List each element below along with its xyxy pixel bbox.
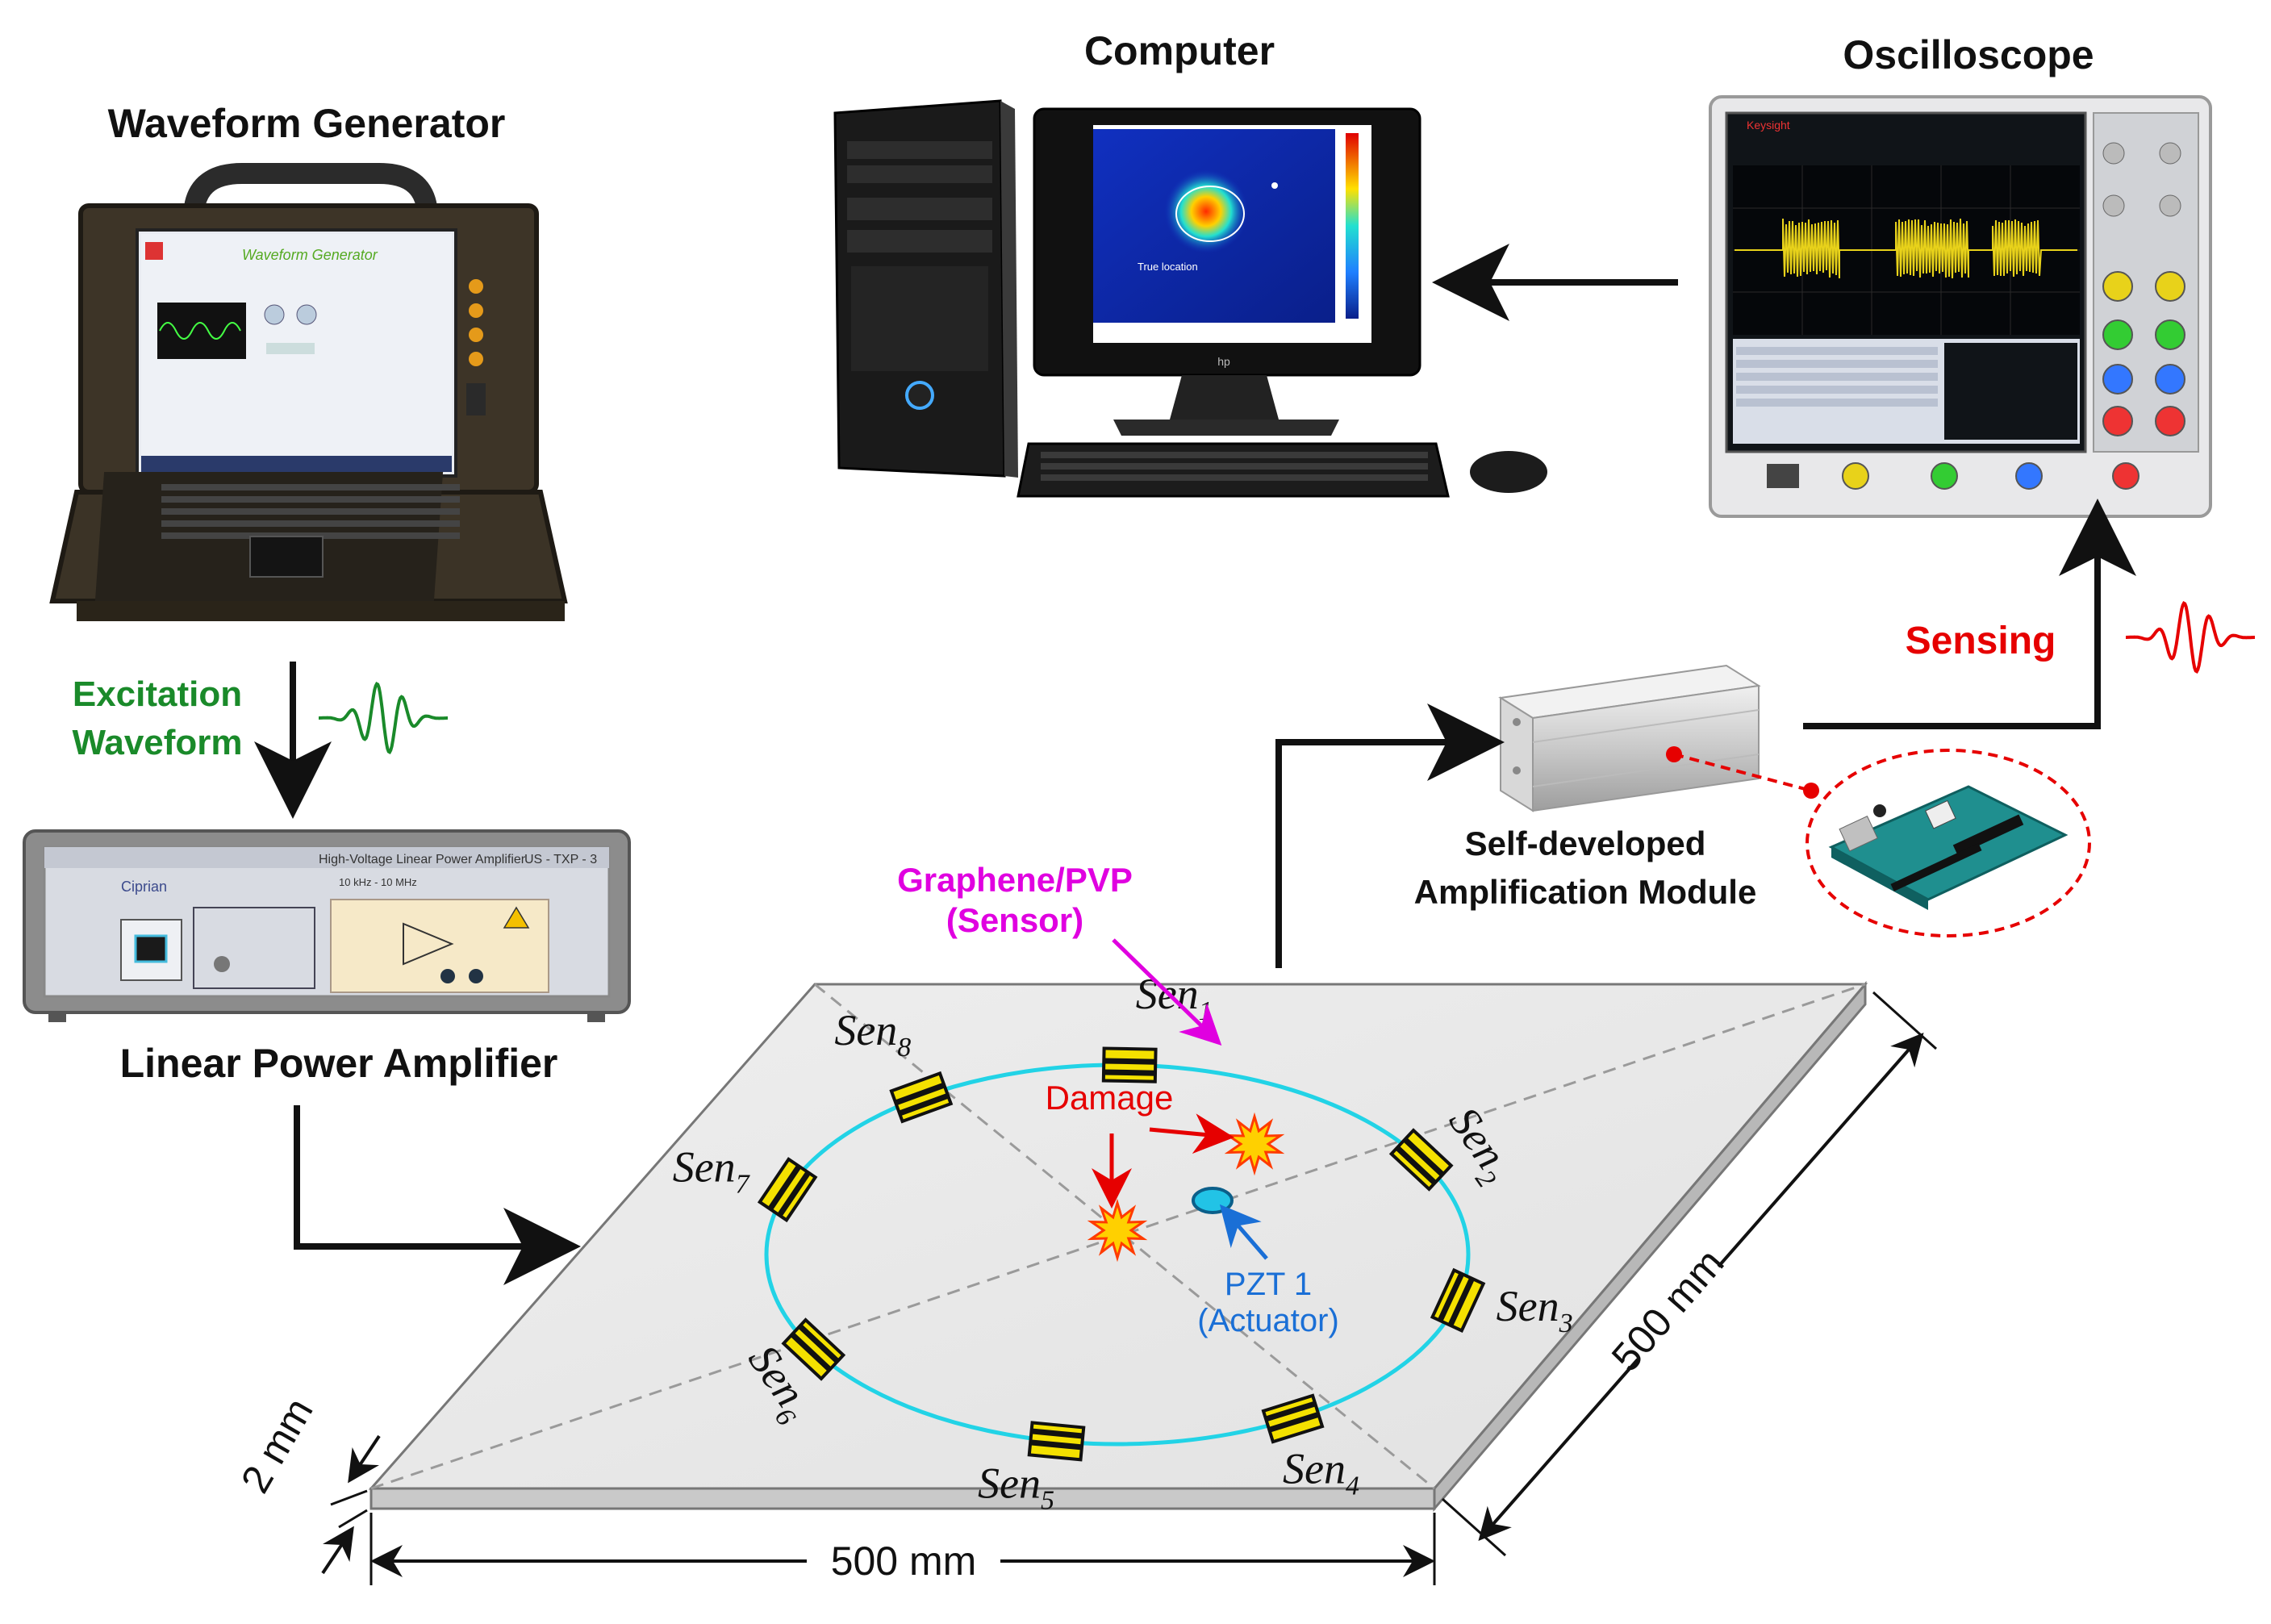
sensor-index-7: 7 <box>736 1170 751 1200</box>
computer-device: True location hp <box>835 101 1547 496</box>
pzt-actuator <box>1193 1188 1232 1213</box>
amplification-module-line1: Self-developed <box>1465 825 1706 862</box>
excitation-waveform-icon <box>319 684 448 753</box>
sensor-index-8: 8 <box>897 1033 911 1062</box>
waveform-generator-device: Waveform Generator <box>52 173 565 621</box>
sensing-label: Sensing <box>1906 620 2056 662</box>
actuator-label-line1: PZT 1 <box>1225 1267 1312 1302</box>
sensor-patch-5 <box>1029 1422 1083 1459</box>
amplification-module-line2: Amplification Module <box>1414 873 1757 911</box>
excitation-label-line2: Waveform <box>72 723 242 762</box>
oscilloscope-title: Oscilloscope <box>1843 32 2094 77</box>
amplification-module-device <box>1501 666 1759 811</box>
amplifier-to-plate-arrow <box>297 1105 549 1246</box>
linear-power-amplifier-device: High-Voltage Linear Power Amplifier US -… <box>24 831 629 1022</box>
monitor-true-location: True location <box>1138 261 1198 273</box>
sensor-index-4: 4 <box>1346 1472 1359 1501</box>
oscilloscope-brand: Keysight <box>1747 119 1790 132</box>
width-dimension-label: 500 mm <box>831 1538 977 1584</box>
sensor-label-line2: (Sensor) <box>946 901 1083 939</box>
computer-title: Computer <box>1084 28 1275 73</box>
amplifier-brand: Ciprian <box>121 879 167 895</box>
damage-label: Damage <box>1046 1079 1174 1117</box>
amplifier-panel-title: High-Voltage Linear Power Amplifier <box>319 853 526 866</box>
amplifier-frequency: 10 kHz - 10 MHz <box>339 876 417 888</box>
plate-to-module-arrow <box>1279 742 1472 968</box>
monitor-brand: hp <box>1217 355 1230 368</box>
sensing-waveform-icon <box>2126 603 2255 672</box>
amplifier-model: US - TXP - 3 <box>524 853 597 866</box>
generator-screen-title: Waveform Generator <box>242 247 378 263</box>
actuator-label-line2: (Actuator) <box>1197 1303 1339 1338</box>
waveform-generator-title: Waveform Generator <box>108 101 506 146</box>
sensor-index-3: 3 <box>1559 1309 1573 1338</box>
thickness-dimension-label: 2 mm <box>232 1390 322 1500</box>
sensor-label-line1: Graphene/PVP <box>897 861 1133 899</box>
linear-power-amplifier-title: Linear Power Amplifier <box>120 1041 558 1086</box>
sensor-patch-1 <box>1104 1048 1156 1081</box>
sensor-index-1: 1 <box>1199 996 1213 1026</box>
oscilloscope-device: Keysight <box>1710 97 2210 516</box>
sensor-index-5: 5 <box>1041 1485 1054 1515</box>
excitation-label-line1: Excitation <box>73 674 242 714</box>
circuit-board-icon <box>1807 750 2089 936</box>
